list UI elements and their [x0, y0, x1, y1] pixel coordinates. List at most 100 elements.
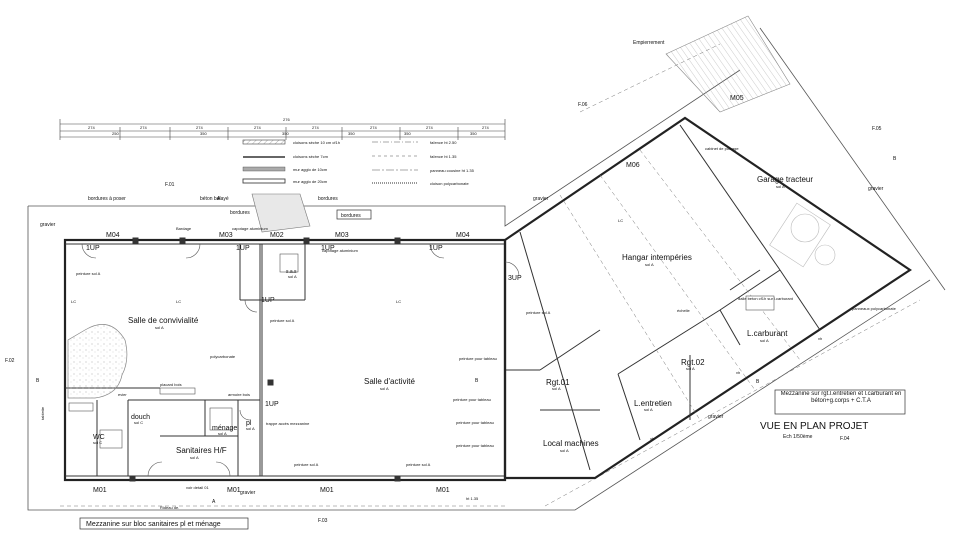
dim-seg-5: 274: [312, 125, 319, 130]
legend-text-7: panneau cousine ht 1.35: [430, 168, 475, 173]
note-trappe: trappe accès mezzanine: [266, 421, 310, 426]
section-a-bottom: A: [212, 499, 216, 505]
room-hangar-sol: sol A: [645, 262, 654, 267]
legend-text-8: cloison polycarbonate: [430, 181, 469, 186]
note-panneaux-poly: panneaux polycarbonate: [852, 306, 897, 311]
opening-codes: M04 M03 M02 M03 M04 M05 M06 M01 M01 M01 …: [86, 95, 744, 494]
empierrement-area: [665, 15, 791, 113]
mezzanine-rgt-box: [774, 389, 906, 415]
note-bardage: Bardage: [176, 226, 192, 231]
note-peinture-2: peinture sol A: [270, 318, 295, 323]
label-gravier-bottom-right: gravier: [708, 414, 724, 420]
label-beton-balaye: béton balayé: [200, 196, 229, 202]
room-local-machines-sol: sol A: [560, 448, 569, 453]
note-vh-2: vh: [736, 370, 740, 375]
label-bordures-under: bordures: [230, 210, 250, 216]
note-capotage-1: capotage aluminium: [232, 226, 268, 231]
top-dimension-chain: 276 274 274 274 274 274 274 274 274 250 …: [59, 117, 506, 140]
code-1up-b: 1UP: [236, 245, 250, 252]
label-f05: F.05: [872, 126, 882, 132]
dim-seg-7: 274: [426, 125, 433, 130]
note-tableau-3: peinture pour tableau: [456, 420, 494, 425]
note-lc-4: LC: [618, 218, 623, 223]
code-m03-right: M03: [335, 232, 349, 239]
label-empierrement: Empierrement: [633, 40, 665, 46]
notes-and-title: Mezzanine sur rgt.l.entretien et l.carbu…: [79, 389, 906, 530]
code-m01-d: M01: [436, 487, 450, 494]
note-dalle-beton: dalle beton cf1h sur l.carburant: [738, 296, 794, 301]
room-wc: WC: [93, 434, 105, 441]
code-m05: M05: [730, 95, 744, 102]
section-b-mid-right: B: [756, 379, 760, 385]
plan-title: VUE EN PLAN PROJET: [760, 421, 868, 432]
code-1up-c: 1UP: [321, 245, 335, 252]
dim-seg-6: 274: [370, 125, 377, 130]
note-mezzanine-bloc: Mezzanine sur bloc sanitaires pl et ména…: [86, 521, 221, 528]
room-rgt01-sol: sol A: [552, 386, 561, 391]
room-salle-activite-sol: sol A: [380, 386, 389, 391]
room-salle-activite: Salle d'activité: [364, 377, 415, 386]
label-bordures-a-poser: bordures à poser: [88, 196, 126, 202]
note-capotage-2: capotage aluminium: [322, 248, 358, 253]
code-1up-e: 1UP: [261, 297, 275, 304]
tractor-sketch: [769, 202, 836, 268]
label-f06: F.06: [578, 102, 588, 108]
note-tablette: tablette: [40, 406, 45, 420]
dim-seg-1: 274: [88, 125, 95, 130]
room-menage-sol: sol A: [218, 431, 227, 436]
note-lc-2: LC: [176, 299, 181, 304]
legend: cloisons sèche 10 cm cf1h cloisons sèche…: [242, 139, 475, 186]
room-wc-sol: sol C: [93, 440, 102, 445]
label-bordures-boxed: bordures: [341, 213, 361, 219]
plan-scale: Ech 1/50ème: [783, 434, 813, 440]
note-vh-3: vh: [650, 436, 654, 441]
door-swings: [81, 243, 520, 477]
mezzanine-bloc-box: [79, 517, 249, 530]
room-sanitaires-sol: sol A: [190, 455, 199, 460]
section-b-left: B: [36, 378, 40, 384]
beton-balaye-area: [251, 193, 311, 233]
room-douch: douch: [131, 414, 150, 421]
fixtures: [68, 253, 775, 449]
legend-text-2: cloisons sèche 7cm: [293, 154, 329, 159]
code-1up-a: 1UP: [86, 245, 100, 252]
angled-building-walls: [503, 116, 912, 480]
note-echelle: échelle: [677, 308, 690, 313]
room-l-entretien-sol: sol A: [644, 407, 653, 412]
section-markers: B A A B B B: [36, 156, 897, 505]
dim-sub-1: 250: [112, 131, 119, 136]
note-vh-1: vh: [818, 336, 822, 341]
note-tableau-2: peinture pour tableau: [453, 397, 491, 402]
code-m02: M02: [270, 232, 284, 239]
room-rgt01: Rgt.01: [546, 378, 570, 387]
label-f02: F.02: [5, 358, 15, 364]
label-gravier-mid: gravier: [533, 196, 549, 202]
room-rgt02: Rgt.02: [681, 358, 705, 367]
note-armoire: armoire bois: [228, 392, 250, 397]
label-f01: F.01: [165, 182, 175, 188]
dim-sub-2: 350: [200, 131, 207, 136]
legend-text-4: mur agglo de 20cm: [293, 179, 328, 184]
room-pl: pl: [246, 420, 252, 427]
note-evier: evier: [118, 392, 127, 397]
legend-text-1: cloisons sèche 10 cm cf1h: [293, 140, 340, 145]
note-polycarbonate: polycarbonate: [210, 354, 236, 359]
note-tableau-1: peinture pour tableau: [459, 356, 497, 361]
note-voir-detail: voir detail 01: [186, 485, 209, 490]
bordures-box: [336, 209, 372, 220]
code-m01-a: M01: [93, 487, 107, 494]
room-labels: Salle de convivialité sol A Salle d'acti…: [93, 175, 813, 460]
note-peinture-1: peinture sol A: [76, 271, 101, 276]
note-peinture-4: peinture sol A: [406, 462, 431, 467]
code-m04-left: M04: [106, 232, 120, 239]
room-local-machines: Local machines: [543, 439, 599, 448]
room-l-entretien: L.entretien: [634, 399, 672, 408]
label-gravier-left: gravier: [40, 222, 56, 228]
dim-seg-3: 274: [196, 125, 203, 130]
dim-sub-4: 350: [348, 131, 355, 136]
room-rgt02-sol: sol A: [686, 366, 695, 371]
column-markers: [129, 237, 401, 482]
note-peinture-3: peinture sol A: [294, 462, 319, 467]
label-gravier-right: gravier: [868, 186, 884, 192]
room-sas-sol: sol A: [288, 274, 297, 279]
